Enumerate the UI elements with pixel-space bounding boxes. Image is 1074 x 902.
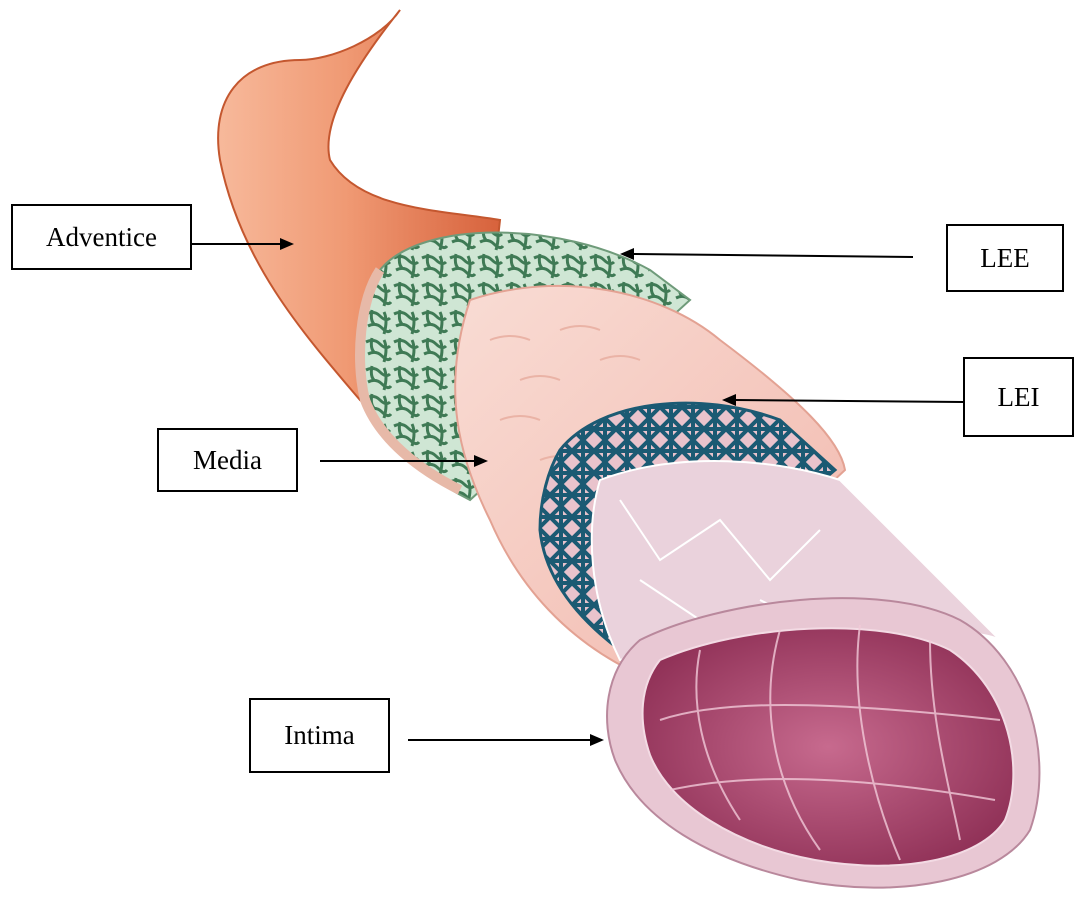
- label-lei-text: LEI: [998, 382, 1040, 413]
- label-lee: LEE: [946, 224, 1064, 292]
- label-lei: LEI: [963, 357, 1074, 437]
- label-adventice: Adventice: [11, 204, 192, 270]
- label-intima: Intima: [249, 698, 390, 773]
- label-adventice-text: Adventice: [46, 222, 157, 253]
- arrow-intima: [408, 734, 604, 746]
- label-media-text: Media: [193, 445, 262, 476]
- arrow-lee: [620, 248, 913, 260]
- label-media: Media: [157, 428, 298, 492]
- label-intima-text: Intima: [284, 720, 354, 751]
- label-lee-text: LEE: [980, 243, 1029, 274]
